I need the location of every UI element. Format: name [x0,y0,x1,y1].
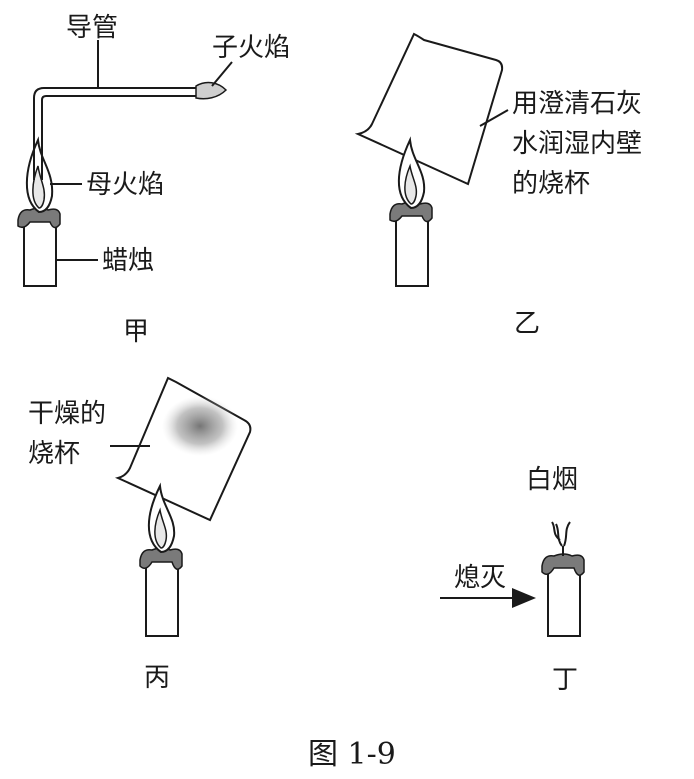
condensation-mist [162,396,238,456]
label-candle: 蜡烛 [102,246,154,276]
label-child-flame: 子火焰 [212,33,290,63]
label-white-smoke: 白烟 [526,465,578,495]
candle-body [547,561,581,637]
wax-drip [139,547,183,570]
figure-caption: 图 1-9 [308,737,396,772]
leader-child-flame [211,61,233,87]
label-beaker-line2: 烧杯 [28,439,80,469]
panel-bing: 干燥的 烧杯 丙 [28,376,252,693]
caption-ding: 丁 [552,665,578,695]
label-beaker-line2: 水润湿内壁 [512,129,642,159]
wax-drip [541,553,585,576]
caption-yi: 乙 [514,309,540,339]
white-smoke [551,521,571,547]
candle-body [395,211,429,287]
panel-yi: 用澄清石灰 水润湿内壁 的烧杯 乙 [354,32,642,339]
label-tube: 导管 [66,13,118,43]
candle-body [23,217,57,287]
beaker-limewater [354,32,504,186]
leader-beaker [479,109,509,127]
guide-tube-inner [41,95,198,180]
guide-tube [33,87,198,180]
caption-jia: 甲 [123,317,149,347]
label-extinguish: 熄灭 [454,563,506,593]
wax-drip [389,201,433,223]
label-mother-flame: 母火焰 [86,170,164,200]
label-beaker-line1: 用澄清石灰 [512,89,642,119]
panel-ding: 白烟 熄灭 丁 [440,465,585,695]
mother-flame-inner [32,165,46,209]
candle-body [145,555,179,637]
child-flame [195,81,228,100]
caption-bing: 丙 [144,663,170,693]
label-beaker-line3: 的烧杯 [512,169,590,199]
label-beaker-line1: 干燥的 [28,399,106,429]
panel-jia: 导管 子火焰 母火焰 蜡烛 甲 [17,13,290,347]
flame-inner [404,163,418,205]
wax-drip [17,207,61,229]
flame-inner [154,507,168,549]
